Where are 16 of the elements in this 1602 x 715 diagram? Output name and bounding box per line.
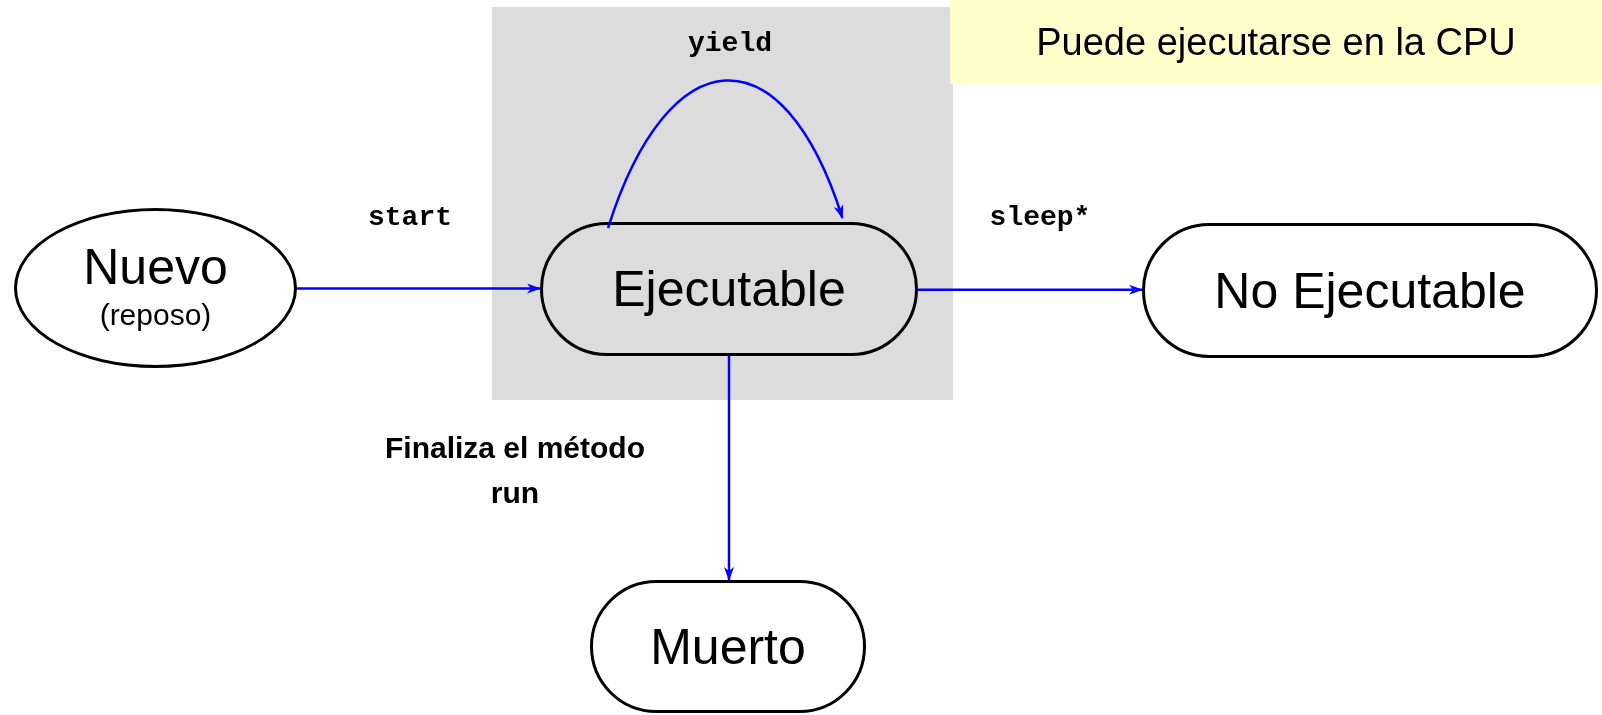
edge-label: yield [687,27,773,61]
state-label: Nuevo [83,242,228,293]
arrow [918,284,1143,295]
note-text: Puede ejecutarse en la CPU [1036,23,1516,61]
state-sublabel: (reposo) [99,297,212,334]
state-label: Ejecutable [612,264,846,314]
shaded-region [492,7,953,400]
note-box [950,0,1602,84]
edge-label: sleep* [988,201,1092,235]
arrow [297,283,541,294]
edge-label: Finaliza el método run [383,430,646,511]
state-label: Muerto [650,621,806,672]
state-label: No Ejecutable [1214,265,1526,316]
edge-label: start [367,201,453,235]
arrow [724,356,734,581]
arrow [606,79,844,229]
